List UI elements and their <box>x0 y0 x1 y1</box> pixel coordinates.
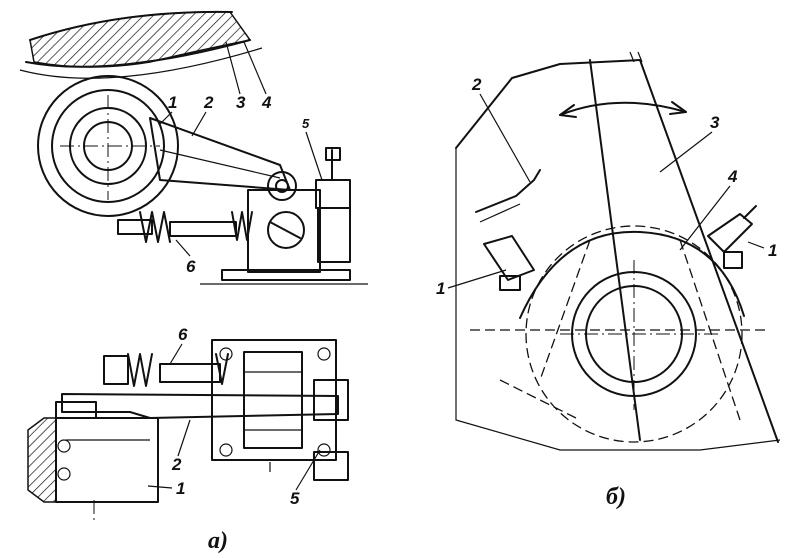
label-a4: 4 <box>261 93 272 112</box>
rotation-arrow <box>559 101 687 116</box>
view-a-plan: 6 2 1 5 а) <box>27 325 349 554</box>
label-plan-5: 5 <box>290 489 300 508</box>
plan-arm <box>61 393 339 419</box>
plan-cylinder <box>243 351 303 449</box>
label-b2: 2 <box>471 75 482 94</box>
spring-assembly <box>117 211 253 243</box>
view-b-drum: 2 3 4 1 1 б) <box>436 51 781 510</box>
label-plan-1: 1 <box>176 479 185 498</box>
label-b1-right: 1 <box>768 241 777 260</box>
drum-rim <box>29 11 252 68</box>
label-b3: 3 <box>710 113 720 132</box>
catch-lever <box>475 169 541 213</box>
label-a6: 6 <box>186 257 196 276</box>
limit-switch-right <box>707 205 757 269</box>
label-a2: 2 <box>203 93 214 112</box>
view-a-side-elevation: 1 2 3 4 5 6 <box>19 10 368 285</box>
caption-a: а) <box>208 528 228 554</box>
limit-switch-left <box>483 235 535 291</box>
label-a5: 5 <box>302 116 310 131</box>
label-plan-6: 6 <box>178 325 188 344</box>
drum-disc <box>470 225 770 443</box>
roller-housing <box>27 417 57 503</box>
label-a3: 3 <box>236 93 246 112</box>
label-b1-left: 1 <box>436 279 445 298</box>
caption-b: б) <box>606 484 626 510</box>
label-plan-2: 2 <box>171 455 182 474</box>
limit-switch <box>315 147 351 263</box>
roller <box>37 75 179 217</box>
bracket <box>200 171 368 285</box>
label-a1: 1 <box>168 93 177 112</box>
label-b4: 4 <box>727 167 738 186</box>
